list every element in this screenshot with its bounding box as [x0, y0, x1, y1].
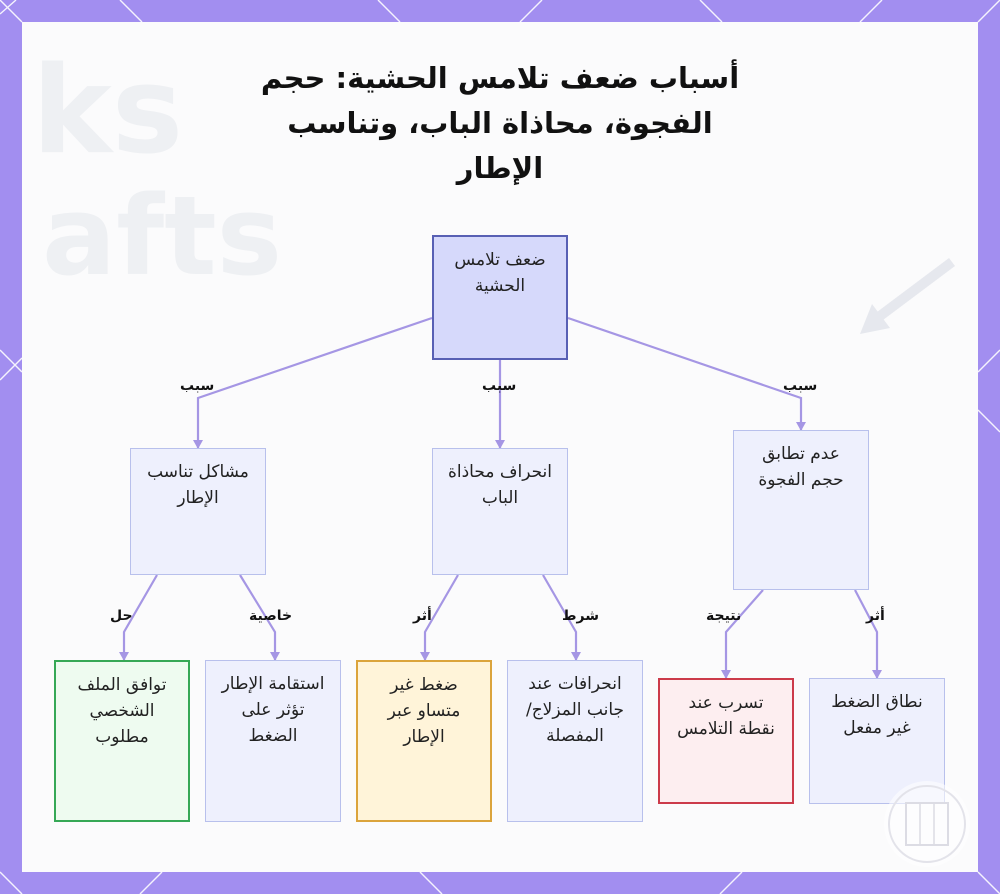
edge-label-result: نتيجة [706, 608, 742, 624]
edge-label-condition: شرط [562, 608, 600, 624]
node-frame-solution: توافق الملف الشخصي مطلوب [54, 660, 190, 822]
edge-frame-property [239, 574, 277, 660]
node-root-label: ضعف تلامس الحشية [454, 250, 546, 296]
node-gap-label: عدم تطابق حجم الفجوة [758, 444, 844, 490]
node-gap-size: عدم تطابق حجم الفجوة [733, 430, 869, 590]
node-door-label: انحراف محاذاة الباب [447, 462, 553, 508]
edge-door-condition [542, 574, 578, 660]
node-gap-result: تسرب عند نقطة التلامس [658, 678, 794, 804]
edge-label-property: خاصية [249, 608, 293, 624]
logo-badge-icon [884, 781, 970, 867]
node-door-effect: ضغط غير متساو عبر الإطار [356, 660, 492, 822]
edge-frame-solution [122, 574, 158, 660]
node-frame-solution-label: توافق الملف الشخصي مطلوب [77, 675, 167, 747]
node-gap-effect: نطاق الضغط غير مفعل [809, 678, 945, 804]
background-watermark-2: afts [42, 172, 283, 300]
edge-label-door-effect: أثر [413, 608, 432, 624]
edge-root-gap [567, 316, 803, 430]
diagram-title: أسباب ضعف تلامس الحشية: حجم الفجوة، محاذ… [260, 61, 740, 185]
edge-gap-effect [854, 589, 879, 678]
edge-label-cause-door: سبب [482, 378, 517, 394]
edge-label-cause-frame: سبب [180, 378, 215, 394]
node-frame-property-label: استقامة الإطار تؤثر على الضغط [221, 674, 325, 746]
node-frame-property: استقامة الإطار تؤثر على الضغط [205, 660, 341, 822]
edge-label-gap-effect: أثر [866, 608, 885, 624]
node-frame-fit: مشاكل تناسب الإطار [130, 448, 266, 575]
edge-root-frame [196, 316, 433, 448]
node-door-effect-label: ضغط غير متساو عبر الإطار [387, 675, 461, 747]
edge-label-cause-gap: سبب [783, 378, 818, 394]
node-door-condition: انحرافات عند جانب المزلاج/ المفصلة [507, 660, 643, 822]
node-root: ضعف تلامس الحشية [432, 235, 568, 360]
edge-label-solution: حل [110, 608, 133, 624]
node-frame-label: مشاكل تناسب الإطار [147, 462, 249, 508]
node-door-condition-label: انحرافات عند جانب المزلاج/ المفصلة [525, 674, 625, 746]
edge-door-effect [423, 574, 459, 660]
node-gap-effect-label: نطاق الضغط غير مفعل [831, 692, 923, 738]
node-door-alignment: انحراف محاذاة الباب [432, 448, 568, 575]
background-watermark: ks [32, 42, 184, 181]
edge-gap-result [724, 589, 764, 678]
background-arrow-icon [860, 258, 955, 334]
node-gap-result-label: تسرب عند نقطة التلامس [677, 693, 775, 739]
